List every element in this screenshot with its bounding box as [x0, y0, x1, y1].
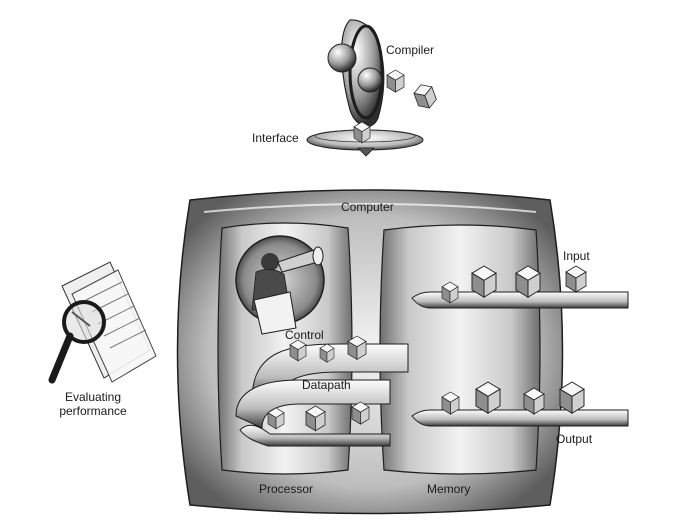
- evaluating-label-line2: performance: [59, 404, 127, 418]
- datapath-label: Datapath: [302, 378, 351, 392]
- compiler-sculpture: [306, 19, 439, 157]
- output-bus: [411, 381, 629, 427]
- output-label: Output: [556, 432, 593, 446]
- processor-label: Processor: [259, 482, 314, 496]
- evaluating-performance-label: Evaluating performance: [48, 390, 138, 418]
- evaluating-label-line1: Evaluating: [64, 390, 122, 404]
- datapath-bus: [235, 379, 391, 447]
- input-label: Input: [563, 249, 590, 263]
- input-bus: [411, 265, 629, 309]
- computer-label: Computer: [341, 200, 394, 214]
- memory-label: Memory: [427, 482, 471, 496]
- evaluating-performance-illustration: [48, 261, 157, 384]
- control-label: Control: [285, 328, 324, 342]
- interface-label: Interface: [252, 131, 299, 145]
- compiler-label: Compiler: [386, 43, 435, 57]
